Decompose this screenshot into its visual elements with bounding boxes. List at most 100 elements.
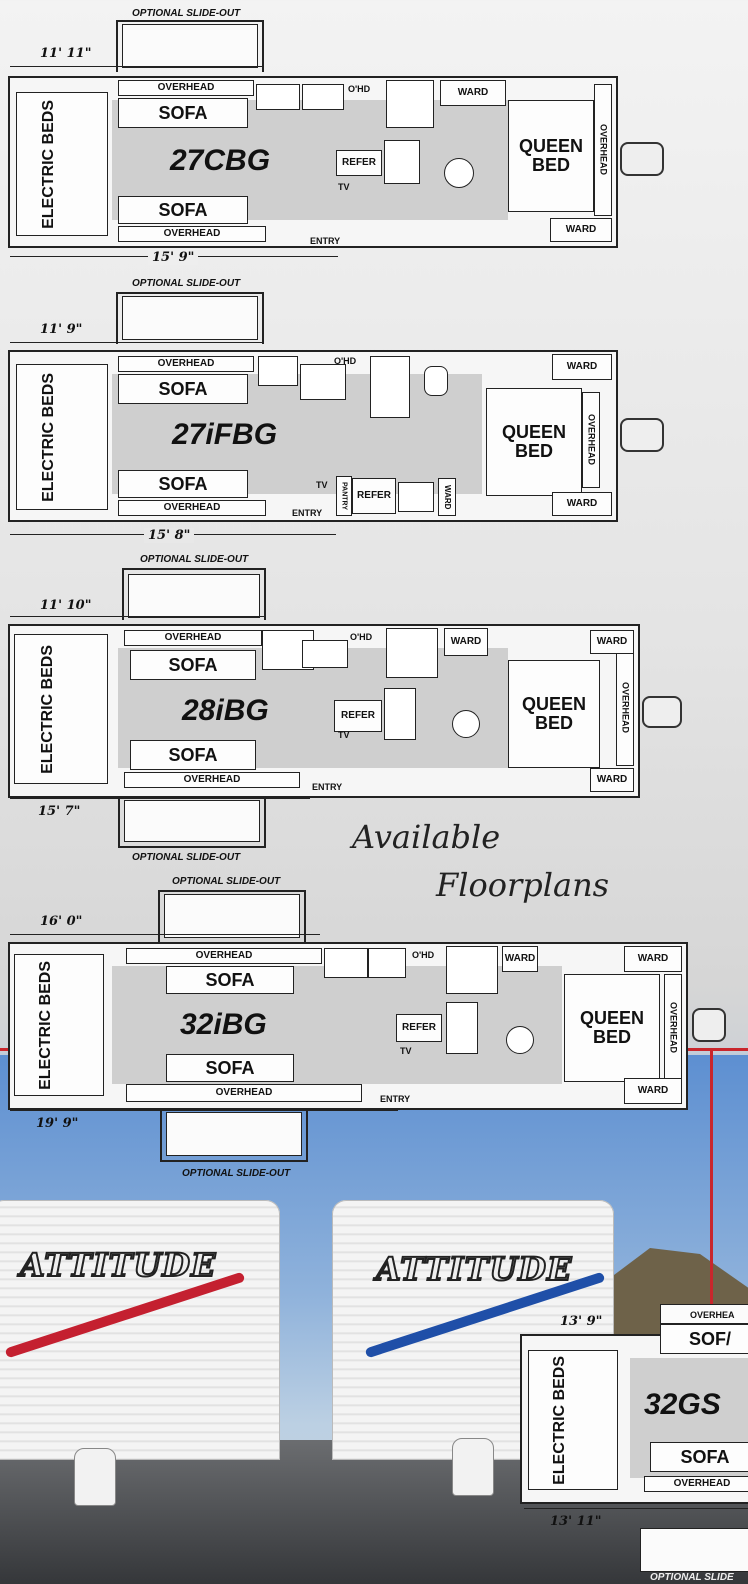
slide-sofa — [122, 24, 258, 68]
floorplan-32gs[interactable]: OVERHEA 13' 9" SOF/ ELECTRIC BEDS 32GS S… — [520, 1300, 748, 1584]
hitch — [620, 418, 664, 452]
optional-slide-out-label: OPTIONAL SLIDE-OUT — [172, 876, 281, 887]
model-name: 28iBG — [182, 694, 269, 727]
length-dim-line — [524, 1508, 748, 1509]
lavatory — [446, 1002, 478, 1054]
shower — [386, 628, 438, 678]
length-dimension: 15' 9" — [148, 250, 199, 265]
stove — [256, 84, 300, 110]
tv-label: TV — [338, 730, 350, 740]
overhead-partial: OVERHEA — [690, 1310, 735, 1320]
entry-label: ENTRY — [312, 782, 343, 792]
entry-label: ENTRY — [310, 236, 341, 246]
electric-beds: ELECTRIC BEDS — [14, 634, 108, 784]
ward-bottom: WARD — [552, 492, 612, 516]
entry-label: ENTRY — [292, 508, 323, 518]
slide-bracket-bottom — [160, 1108, 308, 1162]
slide-sofa — [128, 574, 260, 618]
entry-label: ENTRY — [380, 1094, 411, 1104]
model-name: 32iBG — [180, 1008, 267, 1041]
refer: REFER — [352, 478, 396, 514]
sofa-bottom: SOFA — [118, 470, 248, 498]
model-name: 27iFBG — [172, 418, 278, 451]
slide-dimension: 11' 9" — [40, 322, 83, 337]
sofa-top: SOFA — [118, 374, 248, 404]
hitch — [620, 142, 664, 176]
ward-side: WARD — [438, 478, 456, 516]
sofa-top: SOFA — [118, 98, 248, 128]
sink — [302, 84, 344, 110]
pantry: PANTRY — [336, 476, 352, 516]
ward-bottom: WARD — [624, 1078, 682, 1104]
queen-bed: QUEEN BED — [508, 100, 594, 212]
toilet — [506, 1026, 534, 1054]
overhead-front: OVERHEAD — [664, 974, 682, 1082]
slide-sofa-bottom — [124, 800, 260, 842]
slide-dim-line — [10, 66, 264, 67]
lavatory — [398, 482, 434, 512]
sink — [368, 948, 406, 978]
brand-logo-right: ATTITUDE — [375, 1249, 573, 1289]
hitch — [642, 696, 682, 728]
floorplan-28ibg[interactable]: OPTIONAL SLIDE-OUT 11' 10" ELECTRIC BEDS… — [0, 550, 700, 870]
slide-bracket — [116, 292, 264, 344]
refer: REFER — [334, 700, 382, 732]
length-dim-line — [10, 798, 310, 799]
electric-beds: ELECTRIC BEDS — [16, 92, 108, 236]
slide-sofa — [164, 894, 300, 938]
slide-bracket-bottom — [118, 796, 266, 848]
hitch — [692, 1008, 726, 1042]
stove — [324, 948, 368, 978]
sofa-bottom: SOFA — [118, 196, 248, 224]
overhead-bottom: OVERHEAD — [126, 1084, 362, 1102]
overhead-front: OVERHEAD — [616, 650, 634, 766]
ward-top: WARD — [552, 354, 612, 380]
refer: REFER — [336, 150, 382, 176]
overhead-top: OVERHEAD — [126, 948, 322, 964]
overhead-bottom: OVERHEAD — [118, 226, 266, 242]
ohd-label: O'HD — [412, 950, 435, 960]
ward-top-inner: WARD — [502, 946, 538, 972]
slide-overhead-top — [660, 1304, 748, 1324]
sofa-bottom: SOFA — [130, 740, 256, 770]
slide-bracket — [158, 890, 306, 942]
sink — [300, 364, 346, 400]
shower — [386, 80, 434, 128]
tv-label: TV — [316, 480, 328, 490]
sofa-bottom: SOFA — [650, 1442, 748, 1472]
trailer-photo-left — [0, 1200, 280, 1460]
optional-slide-out-partial: OPTIONAL SLIDE — [650, 1572, 734, 1583]
ward-top: WARD — [624, 946, 682, 972]
length-dim-line — [10, 1110, 398, 1111]
queen-bed: QUEEN BED — [486, 388, 582, 496]
sofa-top: SOFA — [166, 966, 294, 994]
slide-bracket — [116, 20, 264, 72]
slide-sofa-bottom — [166, 1112, 302, 1156]
slide-sofa-bottom — [640, 1528, 748, 1572]
overhead-top: OVERHEAD — [118, 80, 254, 96]
ward-top: WARD — [590, 630, 634, 654]
model-name: 27CBG — [170, 144, 271, 177]
overhead-top: OVERHEAD — [118, 356, 254, 372]
slide-bracket — [122, 568, 266, 620]
overhead-front: OVERHEAD — [582, 392, 600, 488]
propane-tank-left — [74, 1448, 116, 1506]
overhead-top: OVERHEAD — [124, 630, 262, 646]
floorplan-27ifbg[interactable]: OPTIONAL SLIDE-OUT 11' 9" ELECTRIC BEDS … — [0, 272, 700, 548]
floorplan-32ibg[interactable]: OPTIONAL SLIDE-OUT 16' 0" ELECTRIC BEDS … — [0, 874, 748, 1184]
overhead-bottom: OVERHEAD — [124, 772, 300, 788]
queen-bed: QUEEN BED — [508, 660, 600, 768]
ward-top-inner: WARD — [444, 628, 488, 656]
optional-slide-out-label: OPTIONAL SLIDE-OUT — [132, 278, 241, 289]
slide-dim-line — [10, 342, 264, 343]
overhead-front: OVERHEAD — [594, 84, 612, 216]
floorplan-27cbg[interactable]: OPTIONAL SLIDE-OUT 11' 11" ELECTRIC BEDS… — [0, 0, 700, 270]
stove — [258, 356, 298, 386]
tagline-available: Available — [352, 818, 501, 856]
sink — [302, 640, 348, 668]
length-dimension: 15' 8" — [144, 528, 195, 543]
lavatory — [384, 688, 416, 740]
slide-sofa — [122, 296, 258, 340]
optional-slide-out-label: OPTIONAL SLIDE-OUT — [132, 8, 241, 19]
tub — [370, 356, 410, 418]
